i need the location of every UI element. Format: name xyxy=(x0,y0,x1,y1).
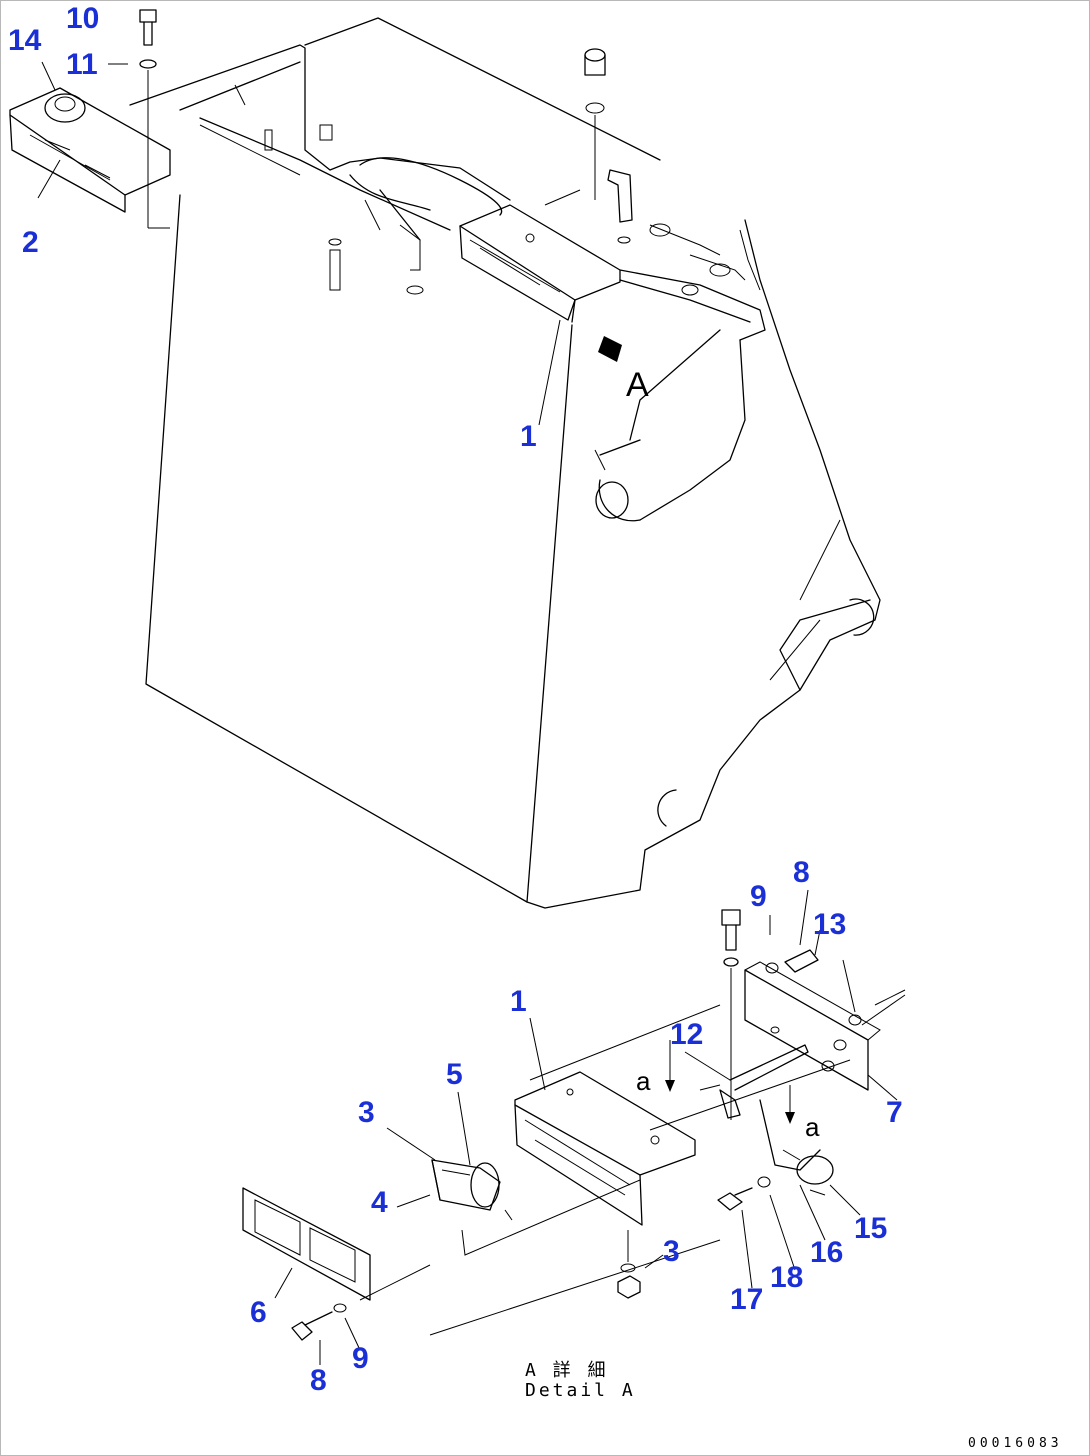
callout-17: 17 xyxy=(730,1283,764,1316)
wiring-harness xyxy=(129,44,511,295)
bracket-box-left xyxy=(9,9,171,229)
detail-caption-jp: A 詳 細 xyxy=(525,1360,609,1381)
callout-4: 4 xyxy=(371,1186,388,1219)
callout-9-bottom: 9 xyxy=(352,1342,369,1375)
callout-8-top: 8 xyxy=(793,856,810,889)
callout-1-top: 1 xyxy=(520,420,537,453)
callout-10: 10 xyxy=(66,2,100,35)
callout-1-detail: 1 xyxy=(510,985,527,1018)
callout-2: 2 xyxy=(22,226,39,259)
callout-7: 7 xyxy=(886,1096,903,1129)
detail-a-assembly xyxy=(242,909,906,1341)
detail-caption-en: Detail A xyxy=(525,1380,636,1401)
callout-15: 15 xyxy=(854,1212,888,1245)
callout-11: 11 xyxy=(66,48,98,81)
harness-right xyxy=(544,48,766,522)
callout-9-top: 9 xyxy=(750,880,767,913)
view-marker-a: A xyxy=(626,366,649,404)
callout-6: 6 xyxy=(250,1296,267,1329)
callout-5: 5 xyxy=(446,1058,463,1091)
machine-body-outline xyxy=(145,17,881,909)
callout-8-bottom: 8 xyxy=(310,1364,327,1397)
section-mark-a-upper: a xyxy=(636,1066,651,1096)
drawing-number: 00016083 xyxy=(968,1436,1063,1451)
callout-3-left: 3 xyxy=(358,1096,375,1129)
controller-box-upper xyxy=(459,204,621,323)
leader-lines xyxy=(37,61,898,1365)
callout-14: 14 xyxy=(8,24,42,57)
callout-18: 18 xyxy=(770,1261,804,1294)
callout-13: 13 xyxy=(813,908,847,941)
section-mark-a-lower: a xyxy=(805,1112,820,1142)
callout-3-bottom: 3 xyxy=(663,1235,680,1268)
callout-16: 16 xyxy=(810,1236,844,1269)
callout-12: 12 xyxy=(670,1018,704,1051)
